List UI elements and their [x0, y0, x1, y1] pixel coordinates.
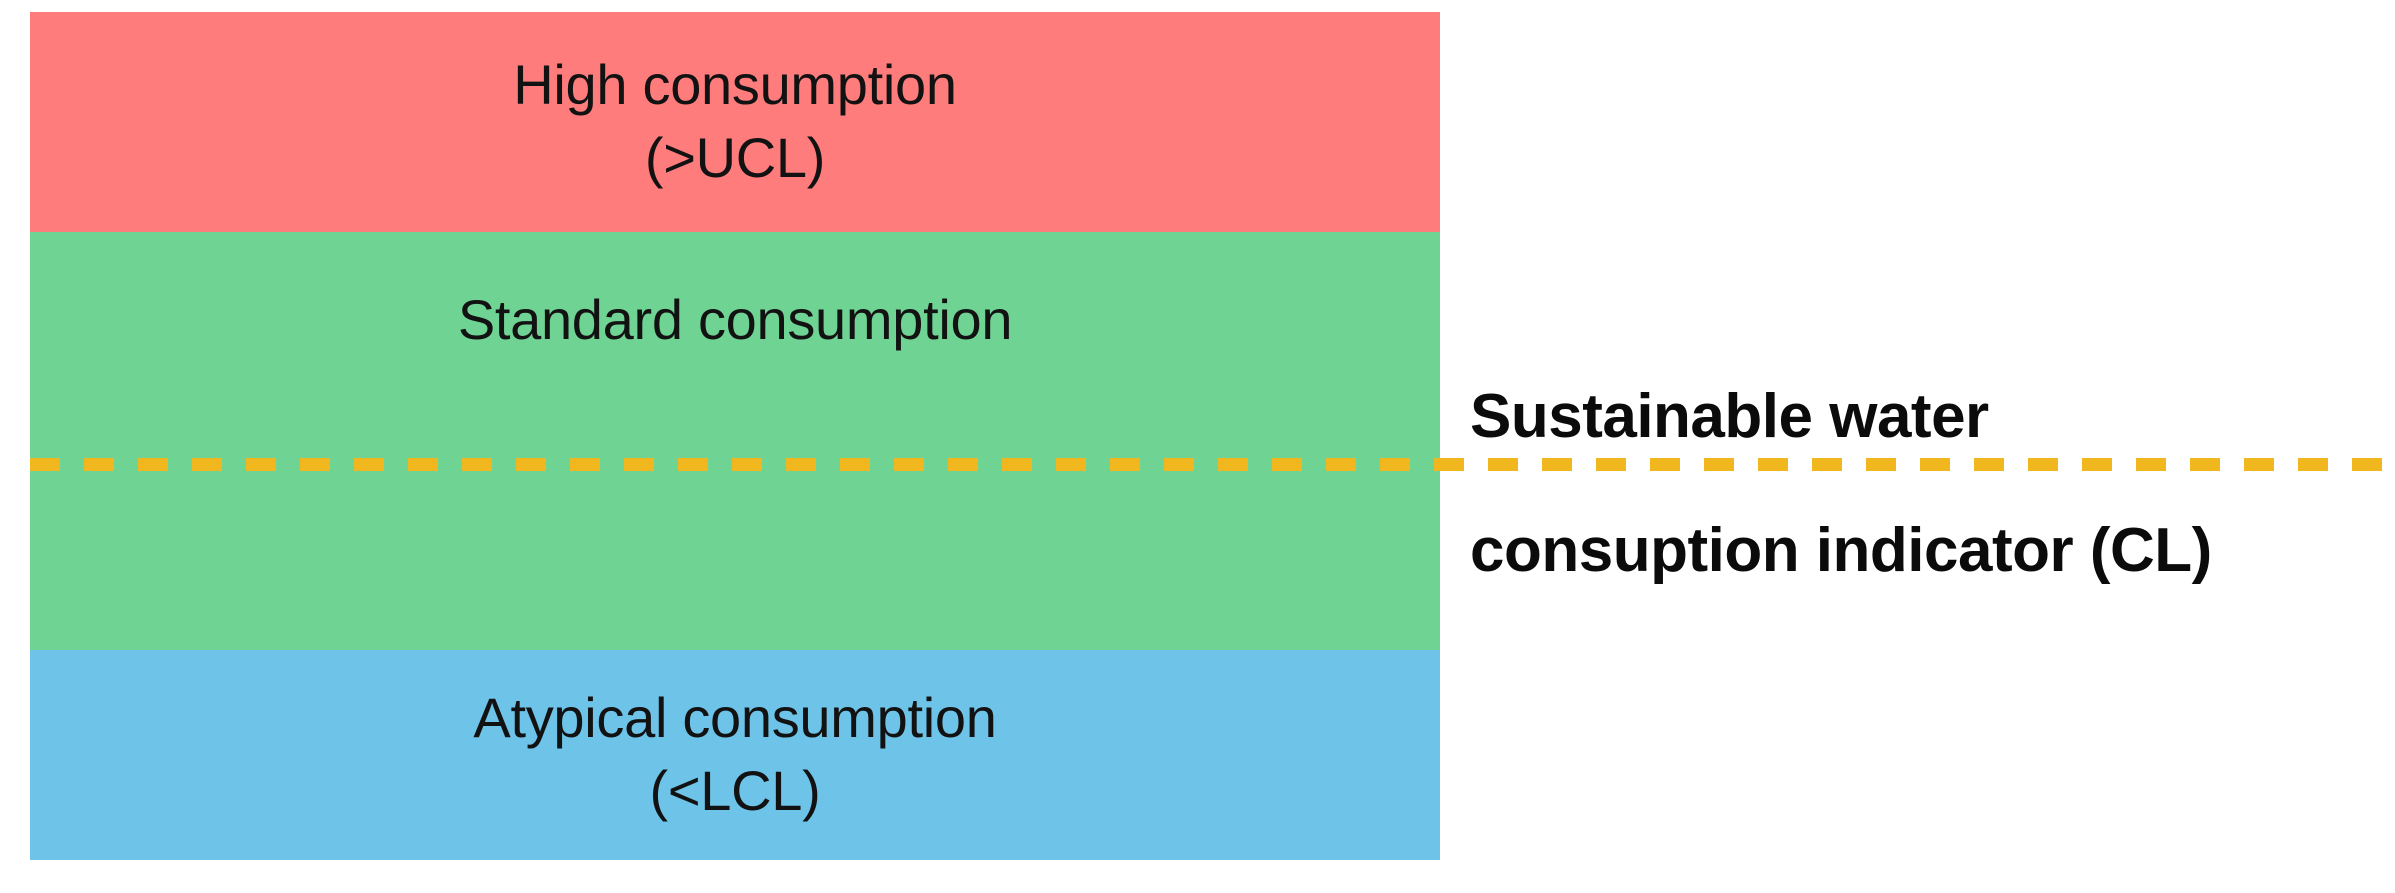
- high-consumption-label-line1: High consumption: [513, 53, 957, 117]
- high-consumption-label-line2: (>UCL): [644, 126, 826, 189]
- standard-consumption-label-line1: Standard consumption: [457, 288, 1013, 351]
- center-line-annotation-line2: consuption indicator (CL): [1470, 515, 2212, 585]
- center-line-annotation: Sustainable water consuption indicator (…: [1470, 372, 2370, 596]
- center-line-annotation-line1: Sustainable water: [1470, 382, 1989, 451]
- standard-consumption-band: Standard consumption: [30, 232, 1440, 650]
- consumption-band-stack: High consumption (>UCL) Standard consump…: [30, 12, 1440, 860]
- atypical-consumption-label-line2: (<LCL): [649, 759, 821, 822]
- center-line-dashed: [30, 458, 2385, 471]
- atypical-consumption-band: Atypical consumption (<LCL): [30, 650, 1440, 860]
- atypical-consumption-label-line1: Atypical consumption: [473, 686, 997, 750]
- high-consumption-band: High consumption (>UCL): [30, 12, 1440, 232]
